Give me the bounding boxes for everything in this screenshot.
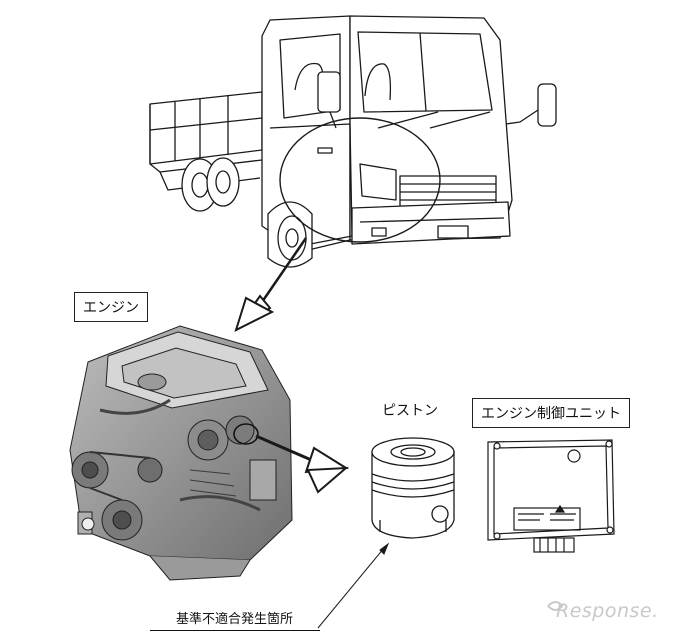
ecu-drawing (487, 439, 615, 553)
defect-pointer-arrow (317, 542, 390, 629)
response-watermark: Response. (556, 600, 659, 622)
defect-location-label: 基準不適合発生箇所 (176, 612, 294, 627)
defect-label-underline (150, 630, 320, 631)
piston-label: ピストン (382, 403, 438, 419)
engine-label: エンジン (74, 292, 148, 322)
arrow-truck-to-engine (234, 237, 308, 332)
arrow-engine-to-piston (255, 434, 350, 494)
ecu-label: エンジン制御ユニット (472, 398, 630, 428)
engine-drawing (69, 325, 293, 581)
piston-drawing (371, 437, 455, 539)
truck-drawing (149, 15, 557, 268)
response-logo-mark (547, 601, 564, 611)
